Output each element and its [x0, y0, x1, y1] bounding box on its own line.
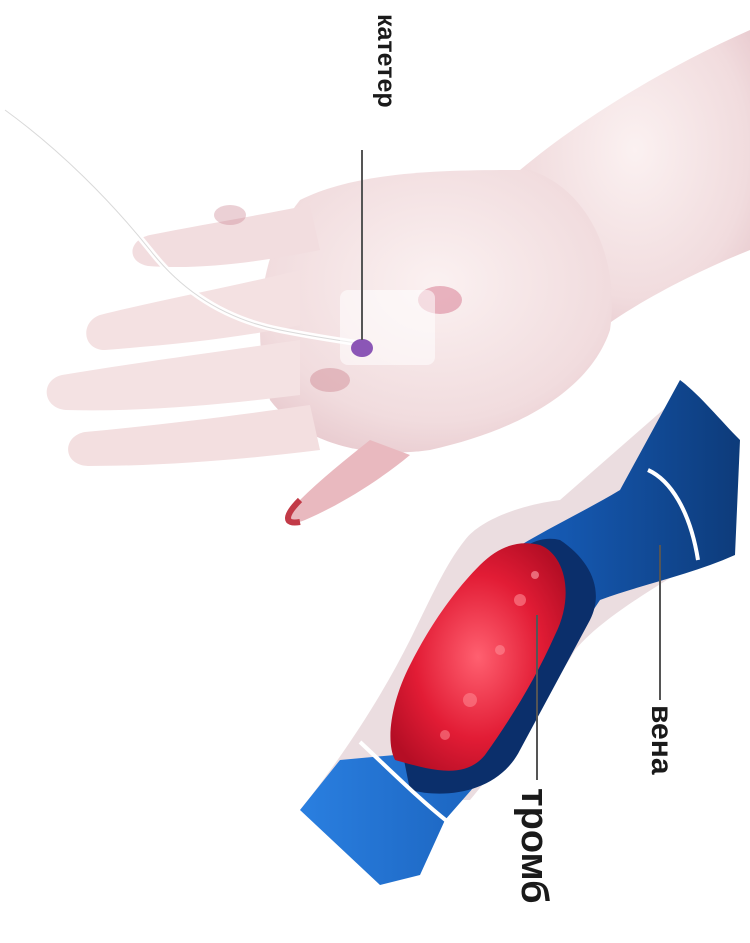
- thrombus-label: тромб: [512, 788, 555, 904]
- catheter-label: катетер: [371, 14, 400, 108]
- catheter-hub: [351, 339, 373, 357]
- thumb: [287, 440, 410, 523]
- thrombus-clot: [390, 543, 565, 770]
- little-finger: [68, 405, 320, 466]
- ring-finger: [47, 340, 300, 410]
- vein-label: вена: [644, 705, 678, 775]
